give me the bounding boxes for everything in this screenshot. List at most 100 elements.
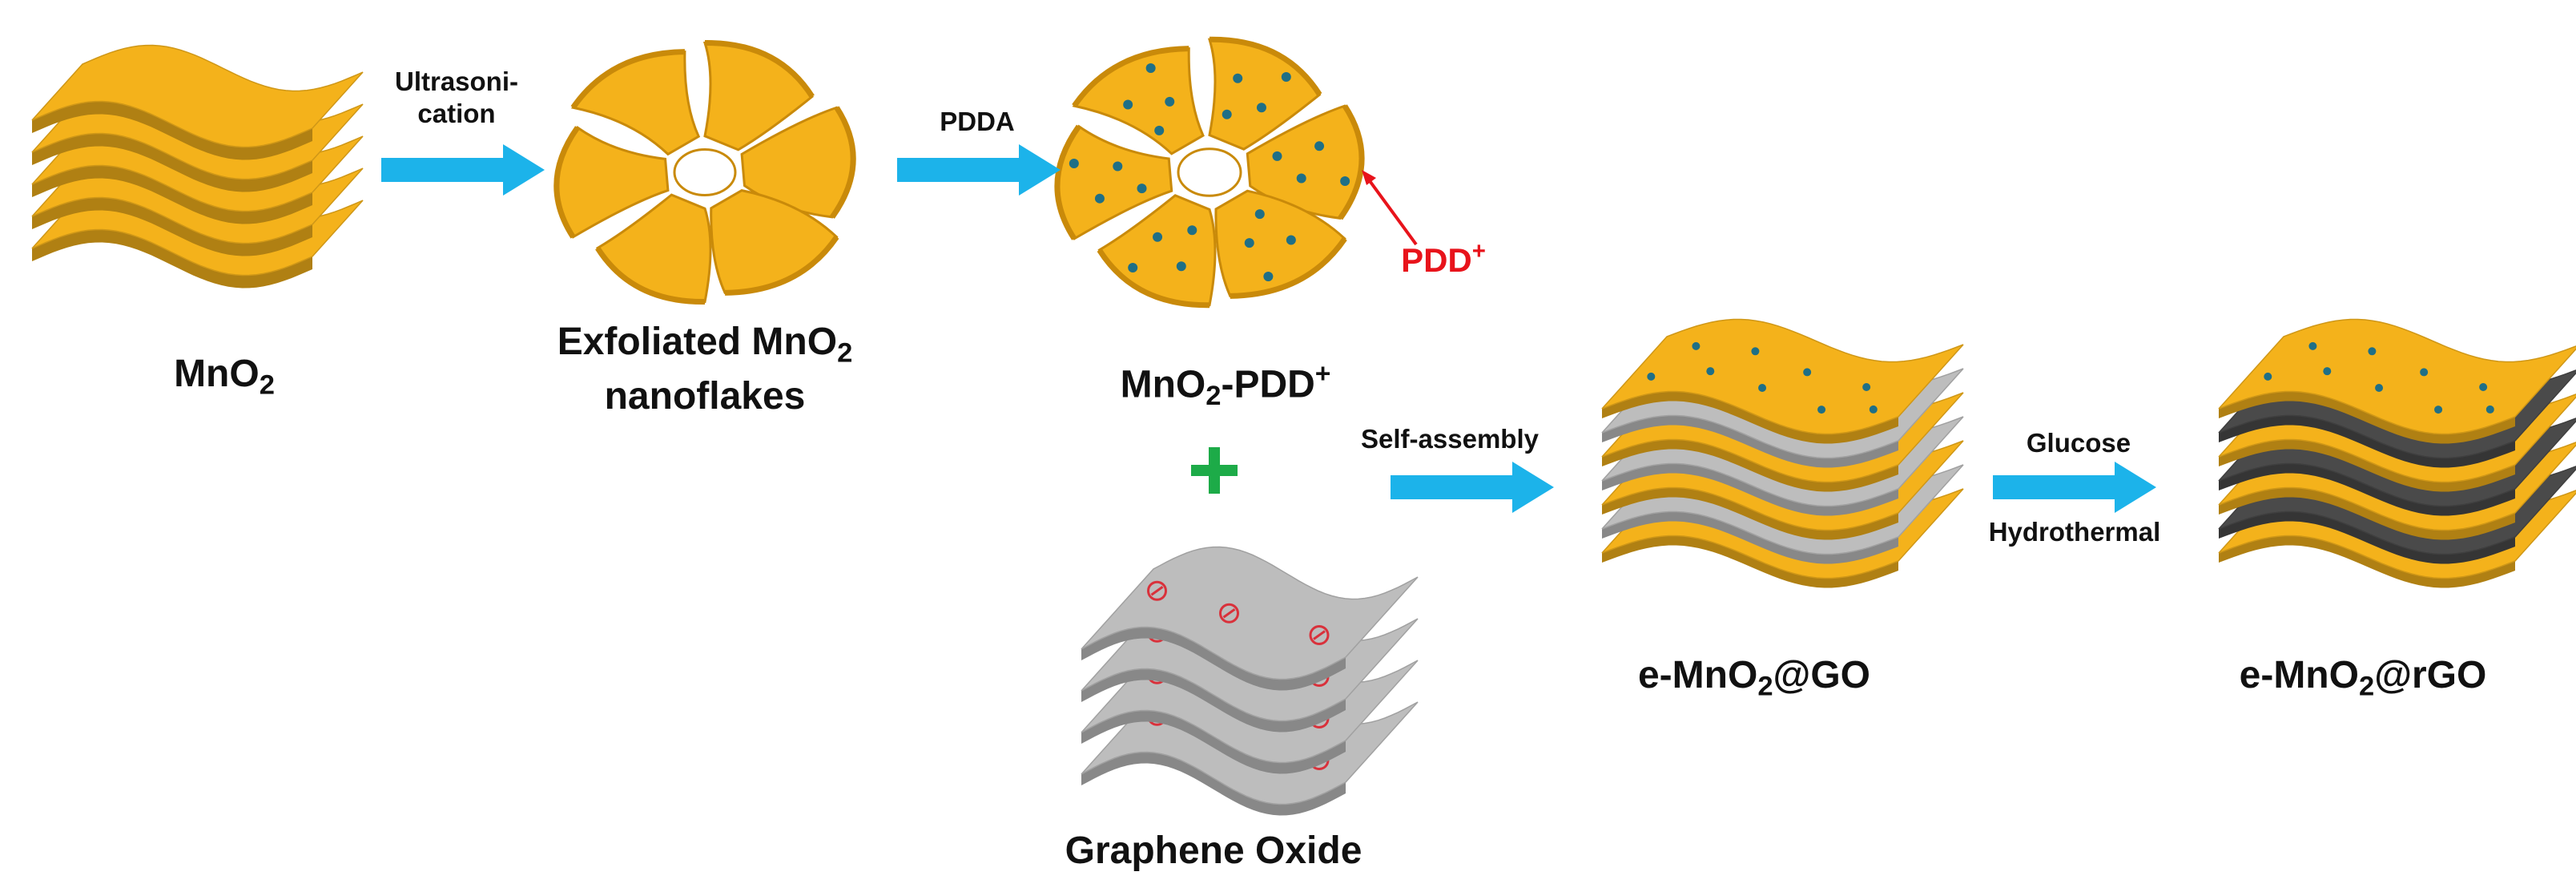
pdd-dot [2264,372,2272,381]
pdd-dot [1281,71,1291,82]
pdd-dot [1153,232,1163,242]
label-exfoliated-sub: 2 [837,337,853,369]
nanoflake-petal [1054,124,1173,240]
pdd-dot [1256,103,1266,113]
pdd-dot [2485,405,2494,414]
nanoflake-petal [710,189,839,296]
label-e-mno2-go-prefix: e-MnO [1637,654,1758,696]
pdd-dot [1069,158,1079,168]
negative-charge-icon [1309,625,1330,645]
e-mno2-go-stack [1601,318,1964,588]
pdd-dot [1272,151,1282,161]
pdd-dot [1176,261,1186,272]
pdd-dot [1340,176,1350,187]
nanoflake-petal [1072,46,1205,155]
arrow-pdda [897,144,1061,196]
mno2-layer [1601,318,1964,444]
exfoliated-nanoflakes-figure [553,39,856,305]
pdd-dot [1154,125,1165,135]
pdd-dot [1692,341,1701,350]
pdd-dot [1113,161,1123,172]
pdd-dot [2308,341,2317,350]
arrow-ultrasonication [381,144,545,196]
pdd-dot [2323,367,2332,376]
pdd-dot [1263,272,1274,282]
pdd-dot [1233,73,1243,83]
pdd-dot [1137,184,1147,194]
label-e-mno2-go: e-MnO2@GO [1546,654,1962,708]
label-e-mno2-go-sub: 2 [1757,671,1773,702]
pdd-dot [1869,405,1878,414]
central-hole [1177,147,1242,197]
label-mno2: MnO2 [120,353,328,407]
pdd-dot [1128,263,1138,273]
label-mno2-pdd-part2: -PDD [1221,363,1315,406]
step-ultrasonication-line2: cation [417,99,496,128]
step-hydrothermal: Hydrothermal [1988,517,2161,547]
pdd-dot [1803,368,1812,377]
mno2-pdd-nanoflakes-figure [1054,36,1365,309]
e-mno2-rgo-stack [2218,318,2576,588]
arrow-hydrothermal [1993,462,2156,513]
pdd-dot [1647,372,1656,381]
step-ultrasonication-line1: Ultrasoni- [394,67,518,96]
mno2-layer [2218,318,2576,444]
pdd-dot [2479,383,2488,391]
pdd-dot [1862,383,1871,391]
arrow-self-assembly [1391,462,1554,513]
pdd-dot [1187,225,1197,236]
nanoflake-petal [740,106,856,219]
pdd-callout-sup: + [1471,238,1486,264]
negative-charge-icon [1219,603,1239,624]
pdd-dot [2375,383,2384,392]
pdd-callout-pointer [1362,170,1418,246]
nanoflake-petal [1207,36,1322,151]
nanoflake-petal [1097,194,1217,309]
label-e-mno2-go-suffix: @GO [1773,654,1871,696]
nanoflake-petal [553,126,670,239]
label-mno2-pdd-part1: MnO [1120,363,1206,406]
pdd-dot [1244,238,1254,248]
step-self-assembly: Self-assembly [1361,424,1539,454]
nanoflake-petal [1246,104,1365,220]
plus-sign [1186,442,1242,498]
pdd-callout-main: PDD [1401,241,1472,280]
pdd-dot [2434,406,2443,414]
pdd-dot [1222,109,1232,119]
step-pdda: PDDA [940,107,1015,136]
label-mno2-main: MnO [174,353,260,395]
go-sheet [1081,546,1419,691]
label-e-mno2-rgo: e-MnO2@rGO [2163,654,2563,708]
pdd-dot [1254,209,1265,220]
nanoflake-petal [702,39,815,151]
label-exfoliated-line2: nanoflakes [604,374,806,418]
pdd-dot [1094,193,1105,204]
nanoflake-petal [570,49,701,156]
pdd-dot [1286,235,1296,245]
pdd-dot [1706,367,1715,376]
nanoflake-petal [595,193,712,305]
pdd-callout-label: PDD+ [1379,232,1507,280]
label-exfoliated: Exfoliated MnO2 nanoflakes [497,321,913,418]
label-e-mno2-rgo-sub: 2 [2358,671,2375,702]
label-graphene-oxide: Graphene Oxide [1065,829,1362,872]
label-mno2-pdd-sub: 2 [1205,381,1222,412]
pdd-dot [1817,406,1826,414]
pdd-dot [2368,347,2377,356]
pdd-dot [1145,63,1156,73]
mno2-sheet [31,44,364,160]
pdd-dot [1751,347,1760,356]
label-e-mno2-rgo-prefix: e-MnO [2239,654,2359,696]
pdd-dot [1123,99,1133,110]
label-e-mno2-rgo-suffix: @rGO [2374,654,2487,696]
label-mno2-pdd: MnO2-PDD+ [1041,353,1410,418]
label-exfoliated-line1: Exfoliated MnO [557,321,838,363]
negative-charge-icon [1147,580,1167,601]
central-hole [673,148,737,196]
step-ultrasonication: Ultrasoni- cation [356,66,557,130]
graphene-oxide-stack [1081,546,1419,816]
mno2-layered-stack [31,44,364,289]
pdd-dot [2420,368,2429,377]
step-glucose: Glucose [2026,428,2131,458]
